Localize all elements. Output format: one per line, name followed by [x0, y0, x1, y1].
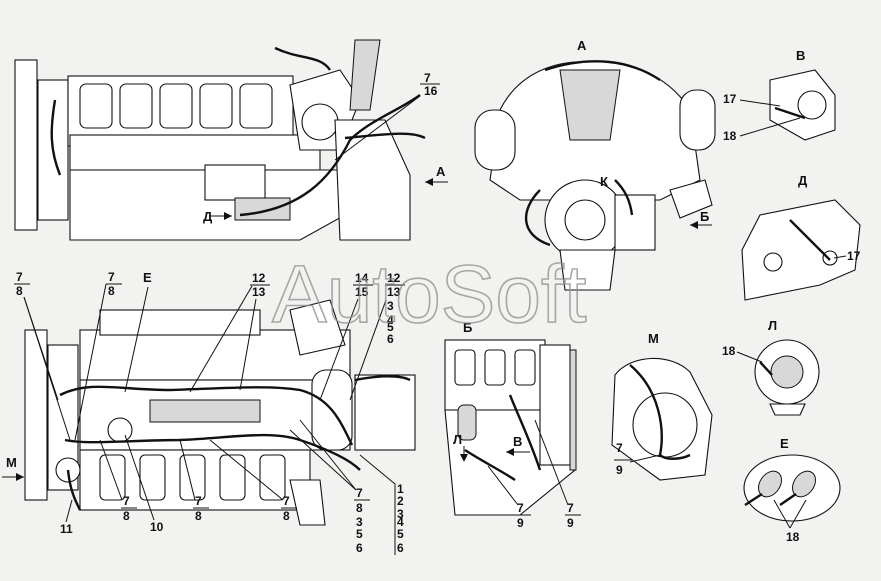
view-label-m: М: [648, 331, 659, 346]
detail-view-l: [754, 339, 820, 416]
callout-lw-8a: 8: [16, 284, 23, 298]
callout-d-17: 17: [847, 249, 861, 263]
callout-lb-8b: 8: [195, 509, 202, 523]
callout-lb-5a: 5: [356, 527, 363, 541]
view-arrow-l: Л: [453, 432, 468, 462]
callout-lw-6a: 6: [387, 332, 394, 346]
callout-lb-10: 10: [150, 520, 164, 534]
view-label-a: А: [577, 38, 587, 53]
callout-lb-11: 11: [60, 522, 73, 536]
engine-side-view-top: [14, 39, 426, 241]
callout-b-9b: 9: [567, 516, 574, 530]
callout-lw-8b: 8: [108, 284, 115, 298]
callout-lb-6a: 6: [356, 541, 363, 555]
callout-lw-e: Е: [143, 270, 152, 285]
callout-top-16: 16: [424, 84, 438, 98]
callout-lb-1: 1: [397, 482, 404, 496]
engine-view-b: [444, 339, 577, 516]
view-label-l: Л: [768, 318, 777, 333]
view-arrow-d: Д: [203, 209, 232, 224]
callout-v-17: 17: [723, 92, 737, 106]
callout-lw-5a: 5: [387, 320, 394, 334]
callout-b-7a: 7: [517, 501, 524, 515]
view-arrow-m: М: [2, 455, 24, 481]
view-arrow-a: А: [425, 164, 448, 186]
callout-e-18: 18: [786, 530, 800, 544]
callout-lw-7a: 7: [16, 270, 23, 284]
view-arrow-v: В: [506, 434, 530, 456]
callout-lw-4a: 4: [387, 313, 394, 327]
engine-front-view-a: [474, 60, 716, 291]
callout-lb-8a: 8: [123, 509, 130, 523]
detail-view-e: [743, 454, 841, 522]
callout-lb-6b: 6: [397, 541, 404, 555]
callout-lb-4: 4: [397, 515, 404, 529]
view-label-b: Б: [463, 320, 472, 335]
callout-lb-3b: 3: [397, 507, 404, 521]
callout-lb-7a: 7: [123, 494, 130, 508]
callout-lw-12a: 12: [252, 271, 266, 285]
callout-lb-2: 2: [397, 494, 404, 508]
view-label-e: Е: [780, 436, 789, 451]
view-arrow-b: Б: [690, 209, 712, 229]
callout-lw-14: 14: [355, 271, 369, 285]
callout-lw-7b: 7: [108, 270, 115, 284]
svg-text:В: В: [513, 434, 522, 449]
svg-text:Л: Л: [453, 432, 462, 447]
svg-text:Б: Б: [700, 209, 709, 224]
detail-view-d: [741, 199, 861, 301]
view-marker-k: К: [600, 174, 608, 189]
callout-lw-13a: 13: [252, 285, 266, 299]
callout-lb-8c: 8: [283, 509, 290, 523]
callout-b-9a: 9: [517, 516, 524, 530]
callout-m-9: 9: [616, 463, 623, 477]
view-label-d: Д: [798, 173, 808, 188]
callout-lb-7c: 7: [283, 494, 290, 508]
watermark-text: AutoSoft: [272, 249, 587, 340]
callout-lw-3a: 3: [387, 299, 394, 313]
callout-lb-5b: 5: [397, 527, 404, 541]
callout-m-7: 7: [616, 441, 623, 455]
callout-lb-3a: 3: [356, 515, 363, 529]
callout-lb-8d: 8: [356, 501, 363, 515]
callout-lb-7d: 7: [356, 486, 363, 500]
callout-lb-7b: 7: [195, 494, 202, 508]
detail-view-m: [611, 357, 713, 481]
callout-top-7: 7: [424, 71, 431, 85]
callout-b-7b: 7: [567, 501, 574, 515]
callout-l-18: 18: [722, 344, 736, 358]
svg-text:М: М: [6, 455, 17, 470]
callout-lw-13b: 13: [387, 285, 401, 299]
callout-lw-12b: 12: [387, 271, 401, 285]
callout-lw-15: 15: [355, 285, 369, 299]
callout-v-18: 18: [723, 129, 737, 143]
view-label-v: В: [796, 48, 805, 63]
svg-text:А: А: [436, 164, 446, 179]
svg-text:Д: Д: [203, 209, 213, 224]
